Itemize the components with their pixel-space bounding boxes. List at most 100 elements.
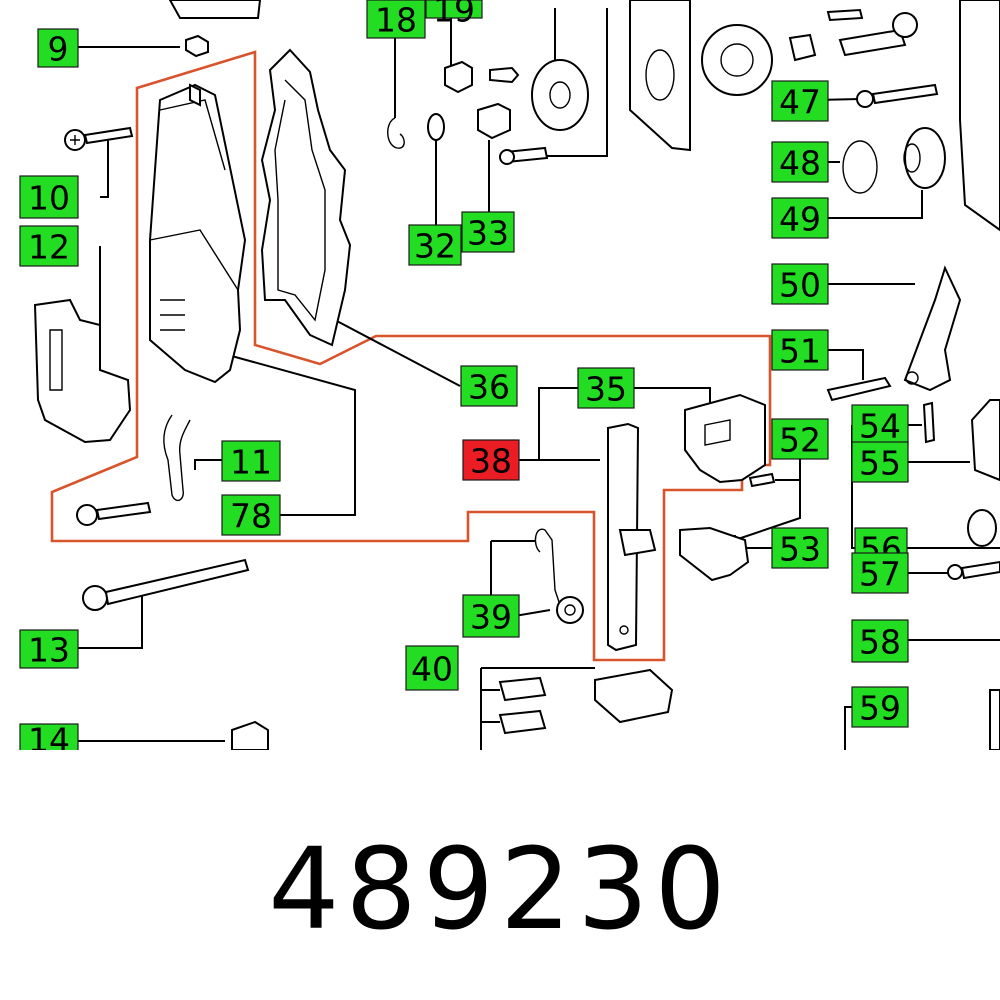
callout-box: [460, 365, 518, 407]
callout-number: 50: [779, 266, 821, 305]
circlip-part: [387, 117, 405, 149]
callout-number: 52: [779, 421, 821, 460]
callout-label-55: 55: [851, 441, 909, 483]
callout-box: [19, 225, 79, 267]
callout-number: 47: [779, 83, 821, 122]
exploded-parts-diagram: 9 10 11 12 13 14 18 19 32 33 35 36 38 39 40 47 48 49 50 51 5…: [19, 0, 1000, 751]
bracket-part: [33, 298, 132, 444]
callout-label-12: 12: [19, 225, 79, 267]
callout-label-38: 38: [462, 439, 520, 481]
callout-box: [771, 418, 829, 460]
callout-box: [221, 494, 281, 536]
callout-label-47: 47: [771, 80, 829, 122]
callout-box: [771, 141, 829, 183]
bearing-part: [904, 127, 946, 189]
callout-box: [771, 197, 829, 239]
callout-number: 36: [468, 368, 510, 407]
callout-number: 55: [859, 444, 901, 483]
callout-number: 59: [859, 689, 901, 728]
callout-box: [19, 175, 79, 219]
screw-part: [76, 501, 152, 526]
callout-label-36: 36: [460, 365, 518, 407]
callout-label-57: 57: [851, 552, 909, 594]
gear-part: [701, 24, 773, 96]
callout-label-35: 35: [577, 367, 635, 409]
callout-label-18: 18: [366, 0, 426, 40]
callout-label-39: 39: [462, 594, 520, 638]
callout-number: 40: [411, 650, 453, 689]
callout-label-59: 59: [851, 686, 909, 728]
callout-number: 51: [779, 332, 821, 371]
callout-number: 48: [779, 144, 821, 183]
assembly-38-outline: [50, 50, 772, 662]
callout-label-52: 52: [771, 418, 829, 460]
callout-box: [851, 686, 909, 728]
callout-label-40: 40: [405, 645, 459, 691]
callout-box: [771, 263, 829, 305]
callout-number: 32: [414, 227, 456, 266]
callout-box: [771, 80, 829, 122]
callout-number: 53: [779, 530, 821, 569]
lever-part: [903, 265, 962, 392]
part-number: 489230: [268, 825, 732, 955]
spring-part: [534, 528, 561, 606]
callout-box: [461, 211, 515, 253]
gasket-part: [260, 48, 352, 347]
callout-label-48: 48: [771, 141, 829, 183]
callout-number: 49: [779, 200, 821, 239]
callout-number: 58: [859, 623, 901, 662]
callout-box: [462, 439, 520, 481]
bracket-part: [679, 526, 750, 582]
callout-number: 13: [28, 631, 70, 670]
callout-box: [425, 0, 483, 19]
callout-number: 9: [48, 30, 69, 69]
callout-number: 10: [28, 179, 70, 218]
long-screw-part: [82, 558, 250, 611]
callout-number: 33: [467, 214, 509, 253]
pulley-part: [531, 59, 589, 131]
callout-box: [221, 440, 281, 482]
callout-label-10: 10: [19, 175, 79, 219]
callout-number: 54: [859, 407, 901, 446]
callout-number: 78: [230, 497, 272, 536]
callout-label-9: 9: [37, 28, 79, 69]
callout-label-13: 13: [19, 629, 79, 670]
callout-label-54: 54: [851, 404, 909, 446]
housing-part: [149, 83, 247, 384]
callout-box: [771, 527, 829, 569]
callout-label-58: 58: [851, 619, 909, 663]
callout-box: [851, 441, 909, 483]
bracket-part: [684, 393, 766, 484]
callout-label-51: 51: [771, 329, 829, 371]
parts-artwork: [33, 0, 1000, 750]
callout-label-19: 19: [425, 0, 483, 30]
callout-label-53: 53: [771, 527, 829, 569]
callout-number: 11: [230, 443, 272, 482]
callout-box: [577, 367, 635, 409]
callout-box: [405, 645, 459, 691]
callout-label-11: 11: [221, 440, 281, 482]
callout-number: 12: [28, 228, 70, 267]
callout-box: [366, 0, 426, 39]
callout-label-49: 49: [771, 197, 829, 239]
plate-part: [629, 0, 691, 152]
nut-part: [185, 34, 209, 58]
callout-box: [37, 28, 79, 68]
callout-number: 35: [585, 370, 627, 409]
callout-number: 19: [433, 0, 475, 30]
callout-number: 39: [470, 598, 512, 637]
callout-box: [851, 552, 909, 594]
callout-box: [851, 619, 909, 663]
callout-label-33: 33: [461, 211, 515, 253]
callout-box: [771, 329, 829, 371]
callout-number: 14: [28, 721, 70, 751]
callout-number: 18: [375, 1, 417, 40]
callout-label-50: 50: [771, 263, 829, 305]
callout-label-14: 14: [19, 721, 79, 751]
callout-label-32: 32: [408, 224, 462, 266]
callout-box: [462, 594, 520, 638]
callout-box: [19, 629, 79, 669]
callout-box: [19, 723, 79, 750]
screw-part: [64, 126, 134, 151]
callout-labels: 9 10 11 12 13 14 18 19 32 33 35 36 38 39 40 47 48 49 50 51 5…: [19, 0, 909, 751]
